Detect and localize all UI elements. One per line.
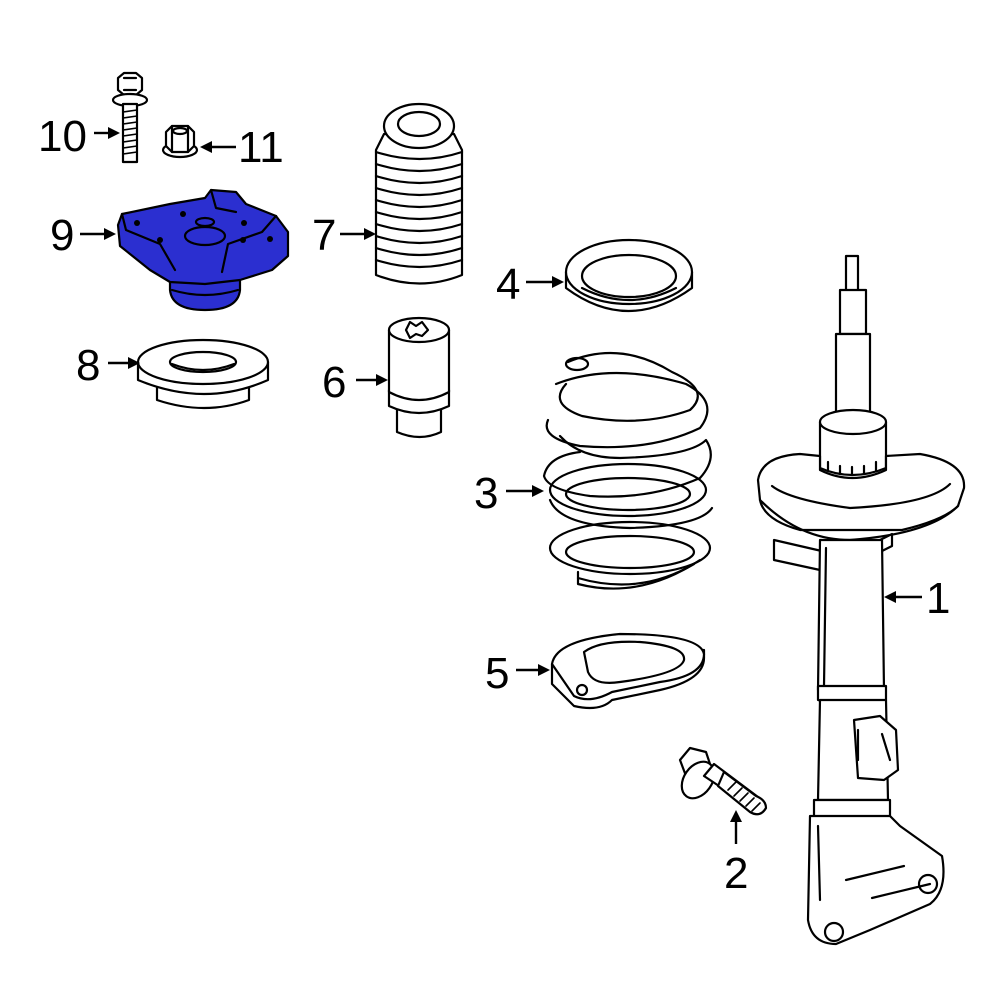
part-1-strut[interactable] (756, 254, 966, 946)
part-9-strut-mount[interactable] (116, 188, 290, 312)
callout-arrows (80, 127, 922, 844)
callout-10: 10 (38, 112, 87, 161)
callout-4: 4 (496, 260, 520, 309)
part-5-lower-spring-seat[interactable] (550, 632, 706, 710)
part-4-upper-spring-seat[interactable] (564, 238, 694, 312)
part-11-nut[interactable] (161, 124, 199, 159)
callout-5: 5 (485, 649, 509, 698)
part-6-bump-stop[interactable] (387, 316, 451, 439)
part-7-dust-boot[interactable] (374, 102, 464, 285)
callout-7: 7 (312, 211, 336, 260)
callout-6: 6 (322, 358, 346, 407)
part-3-coil-spring[interactable] (542, 352, 714, 590)
callout-9: 9 (50, 211, 74, 260)
callout-3: 3 (474, 469, 498, 518)
callout-8: 8 (76, 341, 100, 390)
callout-2: 2 (724, 849, 748, 898)
callout-1: 1 (926, 574, 950, 623)
part-2-bolt[interactable] (675, 746, 768, 816)
callout-11: 11 (238, 123, 284, 172)
part-10-bolt[interactable] (111, 71, 149, 164)
part-8-bearing[interactable] (136, 338, 270, 410)
